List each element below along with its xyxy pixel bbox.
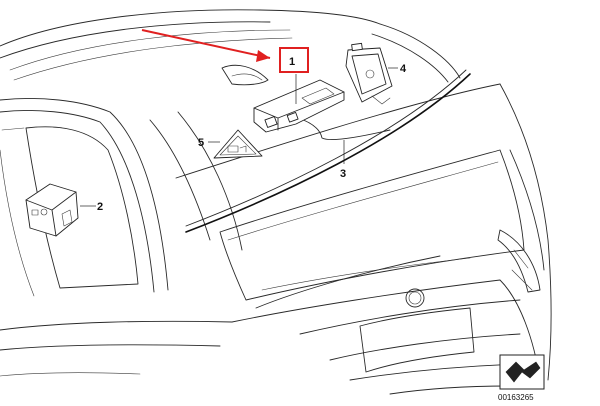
reference-number: 00163265 — [498, 393, 534, 402]
warning-triangle-part[interactable] — [213, 129, 263, 159]
catalog-symbol-icon — [505, 361, 541, 383]
side-module-part[interactable] — [25, 183, 79, 237]
highlight-annotation — [141, 29, 309, 73]
catalog-badge: 00163265 — [498, 354, 545, 402]
leader-lines — [80, 67, 398, 207]
bracket-module-part[interactable] — [345, 42, 393, 105]
callout-1: 1 — [289, 56, 295, 68]
highlight-arrow-head — [256, 50, 270, 62]
callout-4: 4 — [400, 63, 407, 75]
callout-3: 3 — [340, 168, 346, 180]
cable-line — [185, 69, 471, 233]
callout-5: 5 — [198, 137, 204, 149]
highlight-arrow — [141, 29, 271, 59]
antenna-amplifier-part[interactable] — [253, 79, 345, 133]
highlight-box — [279, 47, 309, 73]
callout-2: 2 — [97, 201, 103, 213]
car-body-outline — [0, 9, 552, 395]
